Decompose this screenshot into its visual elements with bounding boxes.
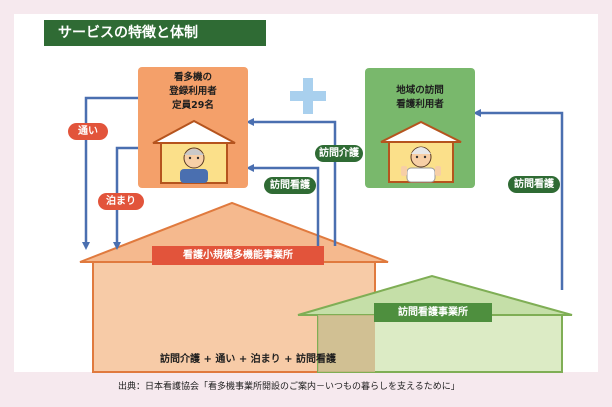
registered-users-line-3: 定員29名 — [172, 100, 214, 111]
green-house — [297, 274, 573, 373]
houmon-kango-right-pill: 訪問看護 — [508, 176, 560, 193]
houmon-kaigo-pill: 訪問介護 — [315, 145, 363, 162]
arrow-kango-right-up — [473, 109, 564, 290]
arrow-kaigo-up — [246, 118, 337, 246]
community-users-line-1: 地域の訪問 — [396, 85, 444, 96]
kantaki-office-label: 看護小規模多機能事業所 — [152, 246, 324, 265]
plus-icon — [290, 78, 326, 114]
kayoi-pill: 通い — [68, 123, 108, 140]
community-users-line-2: 看護利用者 — [396, 99, 444, 110]
registered-users-line-1: 看多機の — [173, 72, 212, 83]
houmon-kango-left-pill: 訪問看護 — [264, 177, 316, 194]
arrow-tomari-down — [113, 146, 138, 250]
houmon-kango-office-label: 訪問看護事業所 — [374, 303, 492, 322]
elderly-person-icon-2 — [401, 146, 441, 183]
diagram-title: サービスの特徴と体制 — [44, 20, 266, 46]
house-icon — [152, 119, 236, 184]
service-combination-text: 訪問介護 + 通い + 泊まり + 訪問看護 — [160, 354, 337, 365]
house-icon-green — [380, 120, 462, 183]
arrow-kayoi-down — [82, 96, 138, 250]
registered-users-line-2: 登録利用者 — [169, 86, 217, 97]
registered-users-box: 看多機の 登録利用者 定員29名 — [138, 67, 248, 188]
community-users-box: 地域の訪問 看護利用者 — [365, 68, 475, 188]
arrow-kango-left-up — [246, 164, 320, 246]
source-caption: 出典：日本看護協会「看多機事業所開設のご案内－いつもの暮らしを支えるために」 — [118, 382, 460, 392]
tomari-pill: 泊まり — [98, 193, 144, 210]
elderly-person-icon — [180, 147, 208, 183]
